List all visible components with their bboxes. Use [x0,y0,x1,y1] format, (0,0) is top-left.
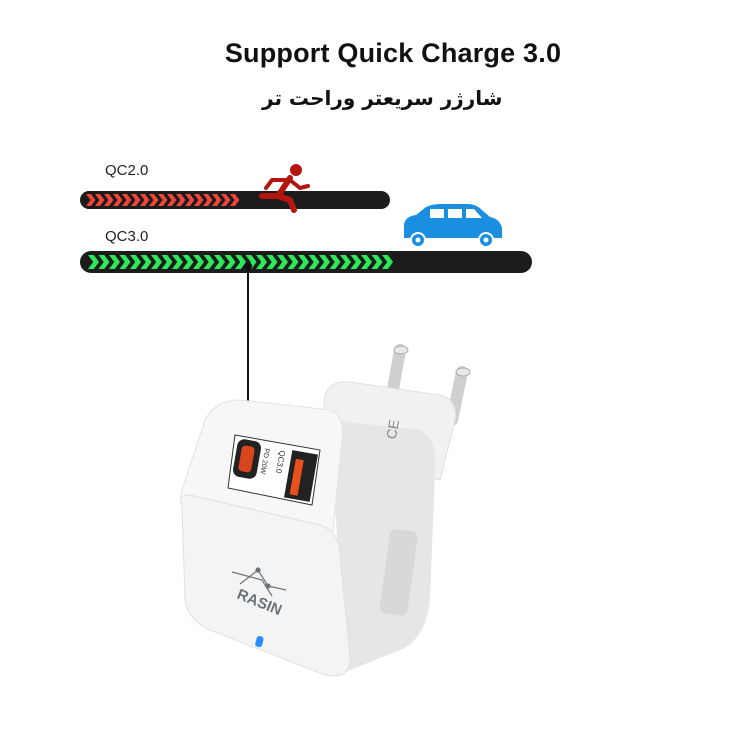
chevron-mark [130,255,142,269]
runner-icon [259,164,310,213]
brand-logo [231,567,287,597]
chevron-mark [98,255,110,269]
led-indicator [255,636,264,648]
chevron-mark [149,194,159,206]
chevron-mark [194,194,204,206]
car-icon [404,204,502,248]
qc-port-label: QC3.0 [274,450,287,475]
chevron-mark [224,255,236,269]
chevron-mark [140,194,150,206]
chevron-mark [182,255,194,269]
qc3-bar [80,251,532,273]
chevron-mark [151,255,163,269]
chevron-mark [193,255,205,269]
subtitle: شارژر سریعتر وراحت تر [262,86,503,110]
chevron-mark [86,194,96,206]
chevron-mark [235,255,247,269]
ce-mark: CE [383,418,402,440]
chevron-mark [172,255,184,269]
chevron-mark [340,255,352,269]
chevron-mark [131,194,141,206]
chevron-mark [266,255,278,269]
chevron-mark [185,194,195,206]
charger-image: PD 20W QC3.0 CE RASIN [179,344,471,677]
chevron-mark [95,194,105,206]
chevron-mark [350,255,362,269]
chevron-mark [158,194,168,206]
chevron-mark [113,194,123,206]
chevron-mark [203,255,215,269]
chevron-mark [176,194,186,206]
chevron-mark [277,255,289,269]
chevron-mark [212,194,222,206]
chevron-mark [308,255,320,269]
chevron-mark [319,255,331,269]
chevron-mark [329,255,341,269]
chevron-mark [256,255,268,269]
chevron-mark [88,255,100,269]
chevron-mark [109,255,121,269]
pd-port-label: PD 20W [258,448,269,475]
chevron-mark [161,255,173,269]
page-title: Support Quick Charge 3.0 [224,38,562,68]
chevron-mark [382,255,394,269]
chevron-mark [371,255,383,269]
chevron-mark [122,194,132,206]
chevron-mark [287,255,299,269]
qc3-label: QC3.0 [105,228,149,245]
chevron-mark [140,255,152,269]
chevron-mark [167,194,177,206]
qc2-label: QC2.0 [105,162,149,179]
chevron-mark [221,194,231,206]
qc2-bar [80,191,390,209]
chevron-mark [104,194,114,206]
chevron-mark [119,255,131,269]
chevron-mark [230,194,240,206]
chevron-mark [361,255,373,269]
chevron-mark [214,255,226,269]
chevron-mark [203,194,213,206]
chevron-mark [298,255,310,269]
